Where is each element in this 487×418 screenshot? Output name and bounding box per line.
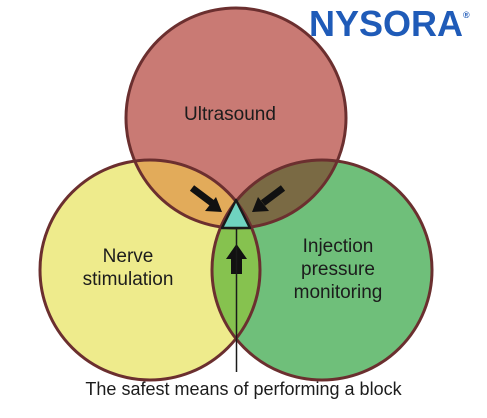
nerve-stimulation-circle-outline (38, 158, 262, 382)
nerve-stimulation-label-line1: Nerve (102, 246, 154, 267)
ultrasound-label-text: Ultrasound (184, 104, 276, 125)
injection-pressure-label-line2: pressure (301, 259, 375, 280)
diagram-caption: The safest means of performing a block (85, 379, 402, 399)
nysora-logo: NYSORA® (309, 4, 487, 44)
injection-pressure-circle-outline (210, 158, 434, 382)
injection-pressure-label-line1: Injection (302, 236, 374, 257)
overlap-ultrasound-nerve (126, 160, 260, 228)
nysora-logo-text: NYSORA (309, 3, 464, 44)
nerve-stimulation-label-line2: stimulation (82, 269, 174, 290)
left-arrow-icon (189, 185, 222, 212)
right-arrow-icon (252, 185, 286, 212)
injection-pressure-label-line3: monitoring (293, 282, 383, 303)
registered-mark: ® (463, 10, 470, 20)
ultrasound-label: Ultrasound (150, 103, 310, 126)
injection-pressure-label: Injection pressure monitoring (258, 235, 418, 304)
overlap-ultrasound-injection (212, 160, 346, 228)
nerve-stimulation-label: Nerve stimulation (48, 245, 208, 291)
